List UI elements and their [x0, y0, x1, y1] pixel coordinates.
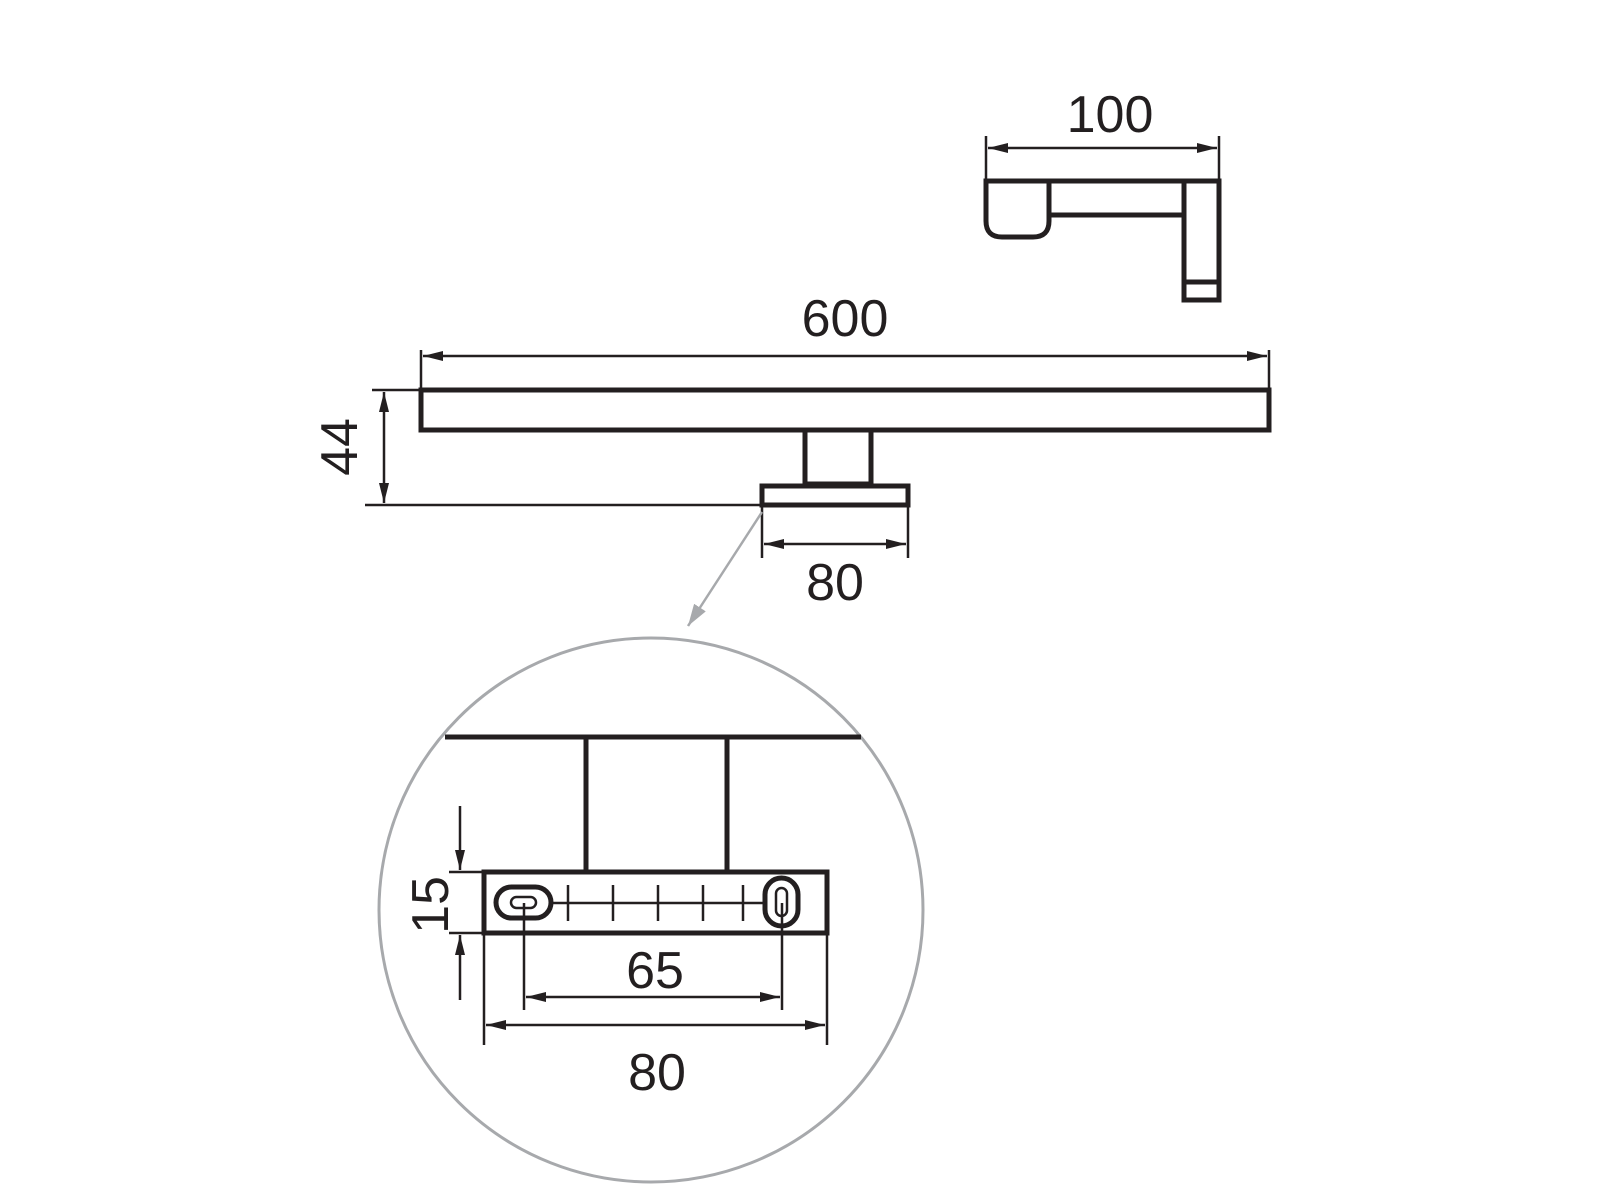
front-view: 600 44 80: [311, 290, 1272, 612]
detail-mounting-plate: [481, 869, 830, 936]
mounting-plate: [759, 483, 911, 508]
side-view-wall-plate: [1181, 178, 1222, 303]
detail-circle: [377, 636, 925, 1184]
detail-view: 15 65 80: [377, 636, 925, 1184]
side-view-arm: [1046, 178, 1187, 218]
lamp-bar: [418, 387, 1272, 433]
height-label: 44: [311, 418, 369, 476]
lamp-stem: [802, 427, 874, 487]
plate-height-label: 15: [402, 876, 460, 934]
bracket-width-label: 80: [806, 554, 864, 612]
detail-leader-arrow: [686, 511, 764, 627]
depth-label: 100: [1067, 86, 1154, 144]
side-view: 100: [983, 86, 1222, 303]
side-view-lamp-head: [983, 178, 1052, 240]
length-label: 600: [802, 290, 889, 348]
plate-width-label: 80: [628, 1044, 686, 1102]
hole-spacing-label: 65: [626, 942, 684, 1000]
